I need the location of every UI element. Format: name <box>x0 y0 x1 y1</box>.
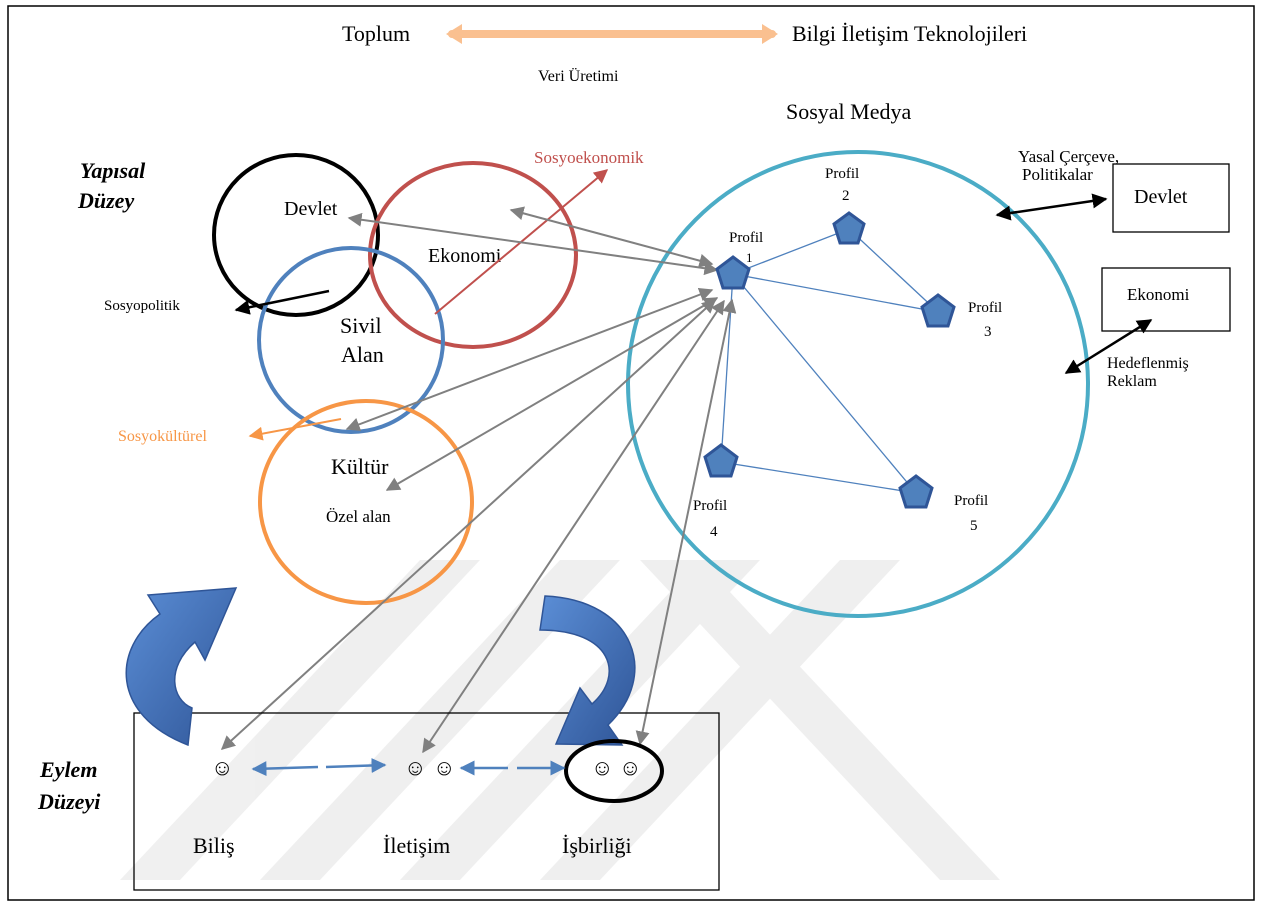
smile-isbirligi-2: ☺ <box>619 755 641 780</box>
header-veri-uretimi: Veri Üretimi <box>538 67 619 85</box>
profile-2-num: 2 <box>842 188 850 204</box>
smile-bilis: ☺ <box>211 755 233 780</box>
header-bit: Bilgi İletişim Teknolojileri <box>792 21 1027 46</box>
label-sivil: Sivil <box>340 313 382 338</box>
label-sosyopolitik: Sosyopolitik <box>104 298 180 314</box>
gray-arrows <box>220 206 737 754</box>
label-politikalar: Politikalar <box>1022 165 1093 184</box>
label-sosyoekonomik: Sosyoekonomik <box>534 148 644 167</box>
header-arrowhead-left <box>446 24 462 44</box>
profile-1-label: Profil <box>729 230 763 246</box>
label-alan: Alan <box>341 342 384 367</box>
profile-5-label: Profil <box>954 493 988 509</box>
arrow-ekonomi-ads <box>1064 318 1153 375</box>
header-toplum: Toplum <box>342 21 410 46</box>
curved-arrow-left <box>125 587 238 747</box>
profile-4-label: Profil <box>693 498 727 514</box>
smile-isbirligi-1: ☺ <box>591 755 613 780</box>
profile-5-node <box>898 474 934 509</box>
profile-1-num: 1 <box>746 250 753 265</box>
label-devlet: Devlet <box>284 198 338 220</box>
arrow-devlet-policy <box>995 193 1108 221</box>
circle-sivil <box>257 246 445 434</box>
curved-arrow-right <box>539 595 636 746</box>
profile-2-node <box>832 211 866 245</box>
label-eylem: Eylem <box>39 757 97 782</box>
box-devlet <box>1112 163 1230 233</box>
label-kultur: Kültür <box>331 454 389 479</box>
highlight-isbirligi <box>564 739 664 803</box>
box-ekonomi-label: Ekonomi <box>1127 285 1190 304</box>
label-ozel-alan: Özel alan <box>326 507 391 526</box>
dashed-arrow-1 <box>251 757 387 777</box>
label-sosyal-medya: Sosyal Medya <box>786 99 912 124</box>
profile-1-node <box>715 255 751 290</box>
outer-frame <box>7 5 1255 901</box>
profile-5-num: 5 <box>970 518 978 534</box>
profile-3-num: 3 <box>984 324 992 340</box>
profile-3-label: Profil <box>968 300 1002 316</box>
label-duzeyi: Düzeyi <box>37 789 101 814</box>
label-reklam: Reklam <box>1107 373 1157 390</box>
label-sosyokulturel: Sosyokültürel <box>118 428 207 445</box>
profile-network <box>720 228 939 494</box>
profile-4-node <box>703 443 739 478</box>
smile-iletisim-1: ☺ <box>404 755 426 780</box>
label-duzey: Düzey <box>77 188 134 213</box>
action-box <box>133 712 720 891</box>
label-iletisim: İletişim <box>383 833 450 858</box>
header-arrowhead-right <box>762 24 778 44</box>
label-ekonomi: Ekonomi <box>428 245 502 267</box>
label-yapisal: Yapısal <box>80 158 146 183</box>
profile-3-node <box>920 293 956 328</box>
profile-2-label: Profil <box>825 166 859 182</box>
profile-4-num: 4 <box>710 524 718 540</box>
circle-devlet <box>212 153 380 317</box>
box-devlet-label: Devlet <box>1134 186 1188 208</box>
label-yasal-cerceve: Yasal Çerçeve, <box>1018 147 1119 166</box>
label-isbirligi: İşbirliği <box>562 833 632 858</box>
label-hedeflenmis: Hedeflenmiş <box>1107 355 1189 372</box>
label-bilis: Biliş <box>193 833 235 858</box>
smile-iletisim-2: ☺ <box>433 755 455 780</box>
